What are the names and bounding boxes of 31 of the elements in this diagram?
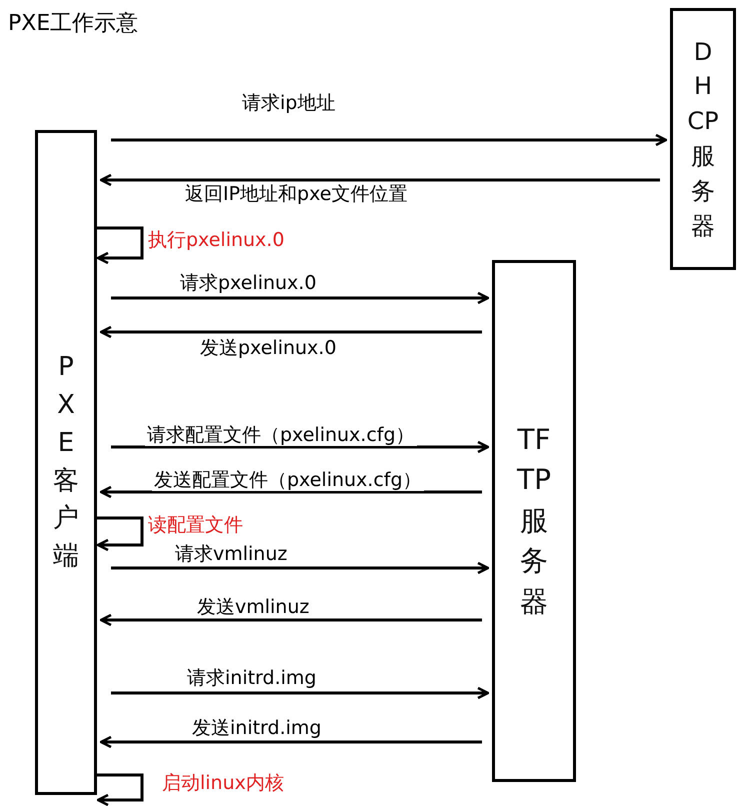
client-name: PXE客户端 xyxy=(52,351,80,573)
loop-arrow xyxy=(96,516,144,552)
client-box xyxy=(35,130,97,795)
arrow xyxy=(100,174,660,186)
server-box xyxy=(492,260,576,782)
server-name: TFTP服务器 xyxy=(517,422,551,620)
arrow xyxy=(111,686,490,700)
message-label: 请求ip地址 xyxy=(240,93,338,114)
message-label: 返回IP地址和pxe文件位置 xyxy=(183,184,410,205)
step-label: 读配置文件 xyxy=(146,515,245,536)
message-label: 发送配置文件（pxelinux.cfg） xyxy=(152,470,424,491)
arrow xyxy=(100,326,482,338)
arrow xyxy=(111,440,490,454)
message-label: 请求vmlinuz xyxy=(173,544,290,565)
step-label: 执行pxelinux.0 xyxy=(146,230,286,251)
loop-arrow xyxy=(96,774,144,806)
arrow xyxy=(111,562,490,574)
arrow xyxy=(111,292,490,304)
step-label: 启动linux内核 xyxy=(160,773,286,794)
message-label: 请求pxelinux.0 xyxy=(178,273,318,294)
arrow xyxy=(100,614,482,626)
diagram-title: PXE工作示意 xyxy=(8,10,138,38)
server-name: DHCP服务器 xyxy=(686,36,720,242)
arrow xyxy=(100,486,482,498)
message-label: 发送vmlinuz xyxy=(195,597,312,618)
message-label: 发送pxelinux.0 xyxy=(198,338,338,359)
arrow xyxy=(111,134,668,146)
server-box xyxy=(670,8,736,270)
loop-arrow xyxy=(96,226,144,264)
message-label: 请求配置文件（pxelinux.cfg） xyxy=(145,425,417,446)
arrow xyxy=(100,736,482,748)
